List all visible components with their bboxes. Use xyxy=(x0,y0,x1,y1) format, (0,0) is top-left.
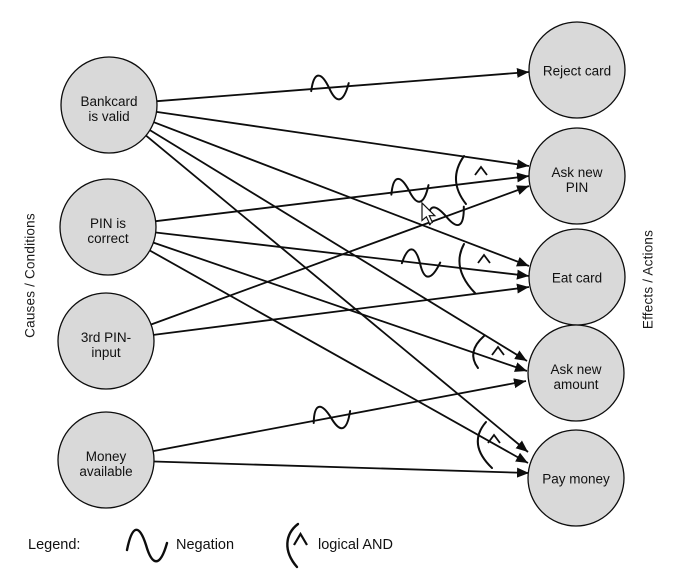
mouse-cursor xyxy=(421,201,437,225)
effect-node-eat_card[interactable]: Eat card xyxy=(528,228,626,326)
negation-symbol-pin-to-eat_card xyxy=(400,248,442,278)
node-label-bankcard-line0: Bankcard xyxy=(80,94,137,109)
node-circle-third_pin[interactable] xyxy=(57,292,155,390)
logical-and-symbol-ask_new_amount xyxy=(472,335,505,369)
effect-node-reject[interactable]: Reject card xyxy=(528,21,626,119)
edge-pin-to-ask_new_pin xyxy=(155,172,530,223)
node-label-ask_new_amount-line1: amount xyxy=(553,377,598,392)
node-circle-pin[interactable] xyxy=(59,178,157,276)
edge-bankcard-to-pay_money xyxy=(145,134,529,453)
node-label-ask_new_amount-line0: Ask new xyxy=(550,362,601,377)
logical-and-icon xyxy=(286,522,308,569)
logical-and-symbol-pay_money xyxy=(476,421,501,469)
edge-money-to-ask_new_amount xyxy=(153,378,527,452)
node-circle-pay_money[interactable] xyxy=(527,429,625,527)
node-label-money-line1: available xyxy=(79,464,132,479)
edge-bankcard-to-eat_card xyxy=(153,121,530,267)
node-circle-bankcard[interactable] xyxy=(60,56,158,154)
edge-money-to-pay_money xyxy=(153,460,530,478)
node-label-bankcard-line1: is valid xyxy=(88,109,129,124)
edge-third_pin-to-ask_new_pin xyxy=(150,185,530,326)
edge-bankcard-to-ask_new_pin xyxy=(156,111,530,170)
logical-and-symbol-ask_new_pin xyxy=(455,155,488,205)
node-label-money-line0: Money xyxy=(86,449,127,464)
edge-bankcard-to-ask_new_amount xyxy=(149,129,528,362)
legend-negation-label: Negation xyxy=(176,537,235,553)
node-label-pin-line1: correct xyxy=(87,231,129,246)
node-label-eat_card-line0: Eat card xyxy=(552,271,602,286)
node-label-third_pin-line0: 3rd PIN- xyxy=(81,330,131,345)
legend-and-label: logical AND xyxy=(318,537,393,553)
node-label-third_pin-line1: input xyxy=(91,345,121,360)
node-label-reject-line0: Reject card xyxy=(543,64,611,79)
edge-pin-to-pay_money xyxy=(149,249,529,464)
edge-pin-to-ask_new_amount xyxy=(153,241,528,372)
node-circle-ask_new_amount[interactable] xyxy=(527,324,625,422)
logical-and-symbol-eat_card xyxy=(458,243,491,294)
effect-node-pay_money[interactable]: Pay money xyxy=(527,429,625,527)
node-label-ask_new_pin-line1: PIN xyxy=(566,180,589,195)
negation-symbol-money-to-ask_new_amount xyxy=(312,405,352,430)
causes-axis-label: Causes / Conditions xyxy=(22,213,38,338)
negation-wave-icon xyxy=(125,528,169,563)
node-label-ask_new_pin-line0: Ask new xyxy=(551,165,602,180)
edge-bankcard-to-reject xyxy=(156,67,530,103)
edge-third_pin-to-eat_card xyxy=(153,283,530,336)
effects-axis-label: Effects / Actions xyxy=(640,229,656,330)
node-label-pay_money-line0: Pay money xyxy=(542,472,610,487)
node-label-pin-line0: PIN is xyxy=(90,216,126,231)
legend-title: Legend: xyxy=(28,537,81,553)
negation-symbol-bankcard-to-reject xyxy=(310,74,350,101)
node-circle-reject[interactable] xyxy=(528,21,626,119)
cause-node-third_pin[interactable]: 3rd PIN-input xyxy=(57,292,155,390)
node-circle-ask_new_pin[interactable] xyxy=(528,127,626,225)
node-circle-money[interactable] xyxy=(57,411,155,509)
edge-pin-to-eat_card xyxy=(155,231,530,280)
negation-symbol-pin-to-ask_new_pin xyxy=(390,177,430,203)
